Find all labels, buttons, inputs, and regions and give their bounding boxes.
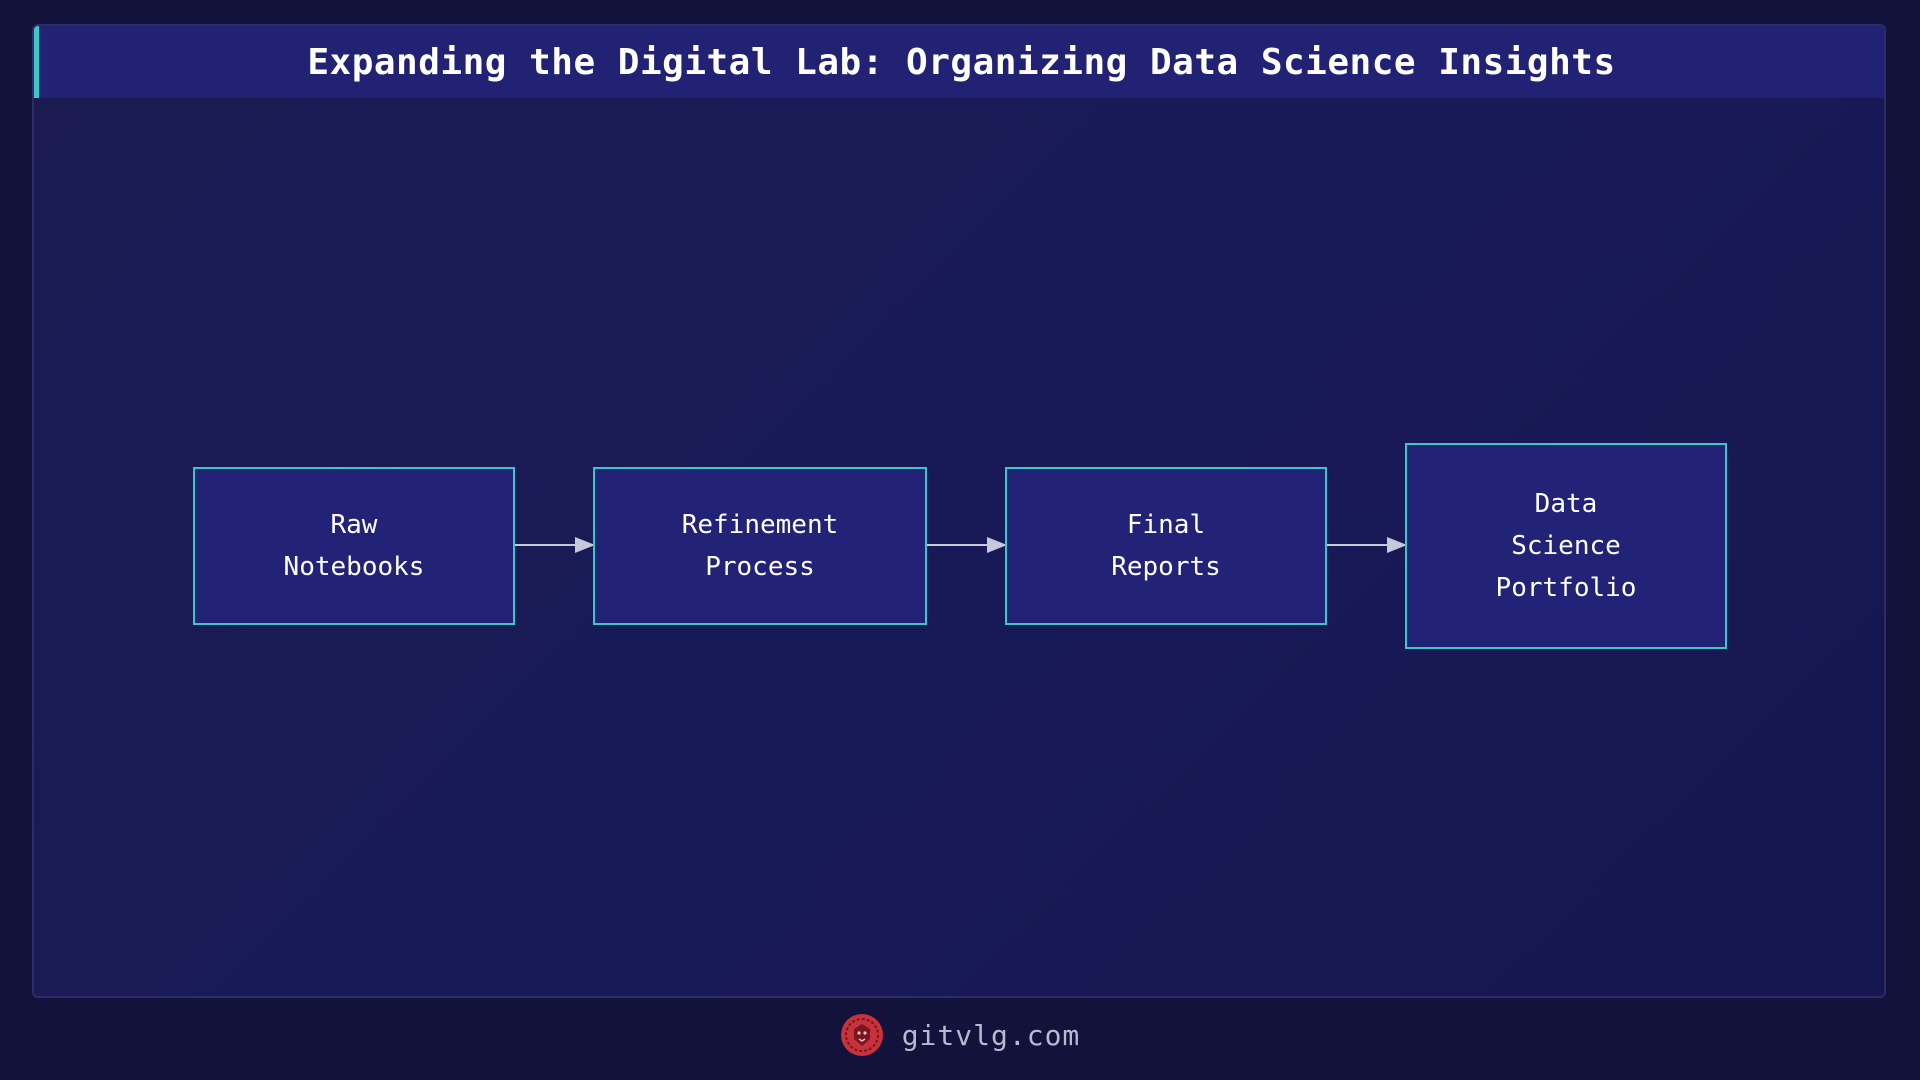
node-raw-notebooks: Raw Notebooks	[193, 467, 515, 625]
node-data-science-portfolio: Data Science Portfolio	[1405, 443, 1727, 649]
page-title: Expanding the Digital Lab: Organizing Da…	[307, 41, 1616, 83]
node-final-reports: Final Reports	[1005, 467, 1327, 625]
lion-logo-icon	[840, 1014, 883, 1056]
node-refinement-process: Refinement Process	[593, 467, 927, 625]
title-bar: Expanding the Digital Lab: Organizing Da…	[34, 26, 1884, 98]
footer: gitvlg.com	[0, 1010, 1920, 1060]
footer-site-link[interactable]: gitvlg.com	[901, 1018, 1081, 1052]
